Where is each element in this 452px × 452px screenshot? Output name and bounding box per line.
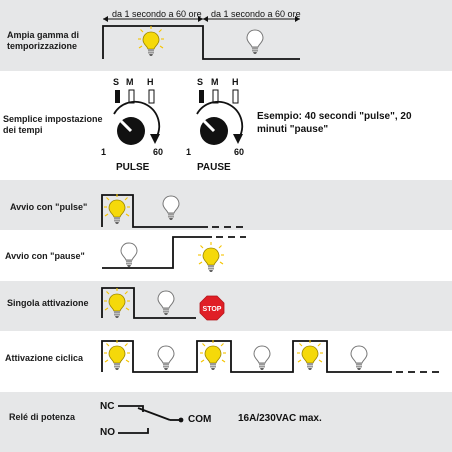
start-pulse-band [0,180,452,230]
bulb-on-icon [103,193,131,225]
pulse-dial-s: S [113,77,120,87]
cyclic-waveform [101,340,392,373]
pulse-switch-s [115,90,120,103]
pause-switch-m [212,89,219,104]
bulb-on-icon [103,287,131,319]
bulb-off-icon [157,290,175,316]
pulse-dial-arrowhead [150,134,160,144]
start-pause-waveform [102,236,212,269]
bulb-on-icon [197,241,225,273]
range-waveform [102,25,300,60]
relay-nc-label: NC [100,401,115,412]
pause-switch-s [199,90,204,103]
start-pulse-waveform [101,194,208,228]
range-right-caption: da 1 secondo a 60 ore [211,9,301,19]
relay-rating: 16A/230VAC max. [238,413,322,424]
pulse-dial-min: 1 [101,147,107,157]
start-pulse-label: Avvio con "pulse" [10,202,88,212]
pause-dial-s: S [197,77,204,87]
range-arrow-left-head-a [103,16,108,22]
cyclic-activation-label: Attivazione ciclica [5,353,84,363]
relay-com-terminal [178,417,184,423]
single-activation-label: Singola attivazione [7,298,89,308]
pause-dial-max: 60 [234,147,245,157]
bulb-off-icon [253,345,271,371]
relay-no-label: NO [100,427,115,438]
pause-dial-arc [196,100,244,139]
pulse-switch-m [128,89,135,104]
pulse-dial-m: M [126,77,134,87]
bulb-on-icon [137,25,165,57]
pause-knob-pointer [202,119,216,133]
single-activation-band [0,281,452,331]
bulb-off-icon [157,345,175,371]
relay-switch-arm [137,407,171,421]
single-waveform [101,287,196,319]
pulse-knob-pointer [119,119,133,133]
pause-dial-h: H [232,77,239,87]
pause-dial-name: PAUSE [197,162,231,173]
bulb-on-icon [103,339,131,371]
pulse-dial-arc [113,100,161,139]
stop-sign-text: STOP [203,306,222,313]
pulse-dial-name: PULSE [116,162,150,173]
relay-no-line [118,428,149,434]
relay-label: Relé di potenza [9,412,76,422]
pulse-dial-h: H [147,77,154,87]
bulb-off-icon [246,29,264,55]
bulb-off-icon [120,242,138,268]
range-label: Ampia gamma di temporizzazione [7,30,80,51]
range-arrow-right-head-b [295,16,300,22]
pulse-switch-h [148,89,155,104]
bulb-off-icon [162,195,180,221]
relay-com-label: COM [188,414,212,425]
pause-dial-min: 1 [186,147,192,157]
bulb-off-icon [350,345,368,371]
pulse-dial [113,89,161,145]
pause-dial [196,89,244,145]
setup-example: Esempio: 40 secondi "pulse", 20 minuti "… [257,111,412,135]
range-arrow-right-head-a [203,16,208,22]
range-left-caption: da 1 secondo a 60 ore [112,9,202,19]
pause-dial-m: M [211,77,219,87]
bulb-on-icon [296,339,324,371]
pulse-dial-max: 60 [153,147,164,157]
pause-switch-h [232,89,239,104]
range-arrows [103,16,300,22]
relay-contact-symbol [118,405,184,434]
start-pause-label: Avvio con "pause" [5,251,85,261]
range-arrow-left-head-b [198,16,203,22]
pause-dial-arrowhead [233,134,243,144]
bulb-on-icon [199,339,227,371]
relay-band [0,392,452,452]
setup-label: Semplice impostazione dei tempi [3,114,103,135]
stop-sign-icon: STOP [199,295,225,321]
